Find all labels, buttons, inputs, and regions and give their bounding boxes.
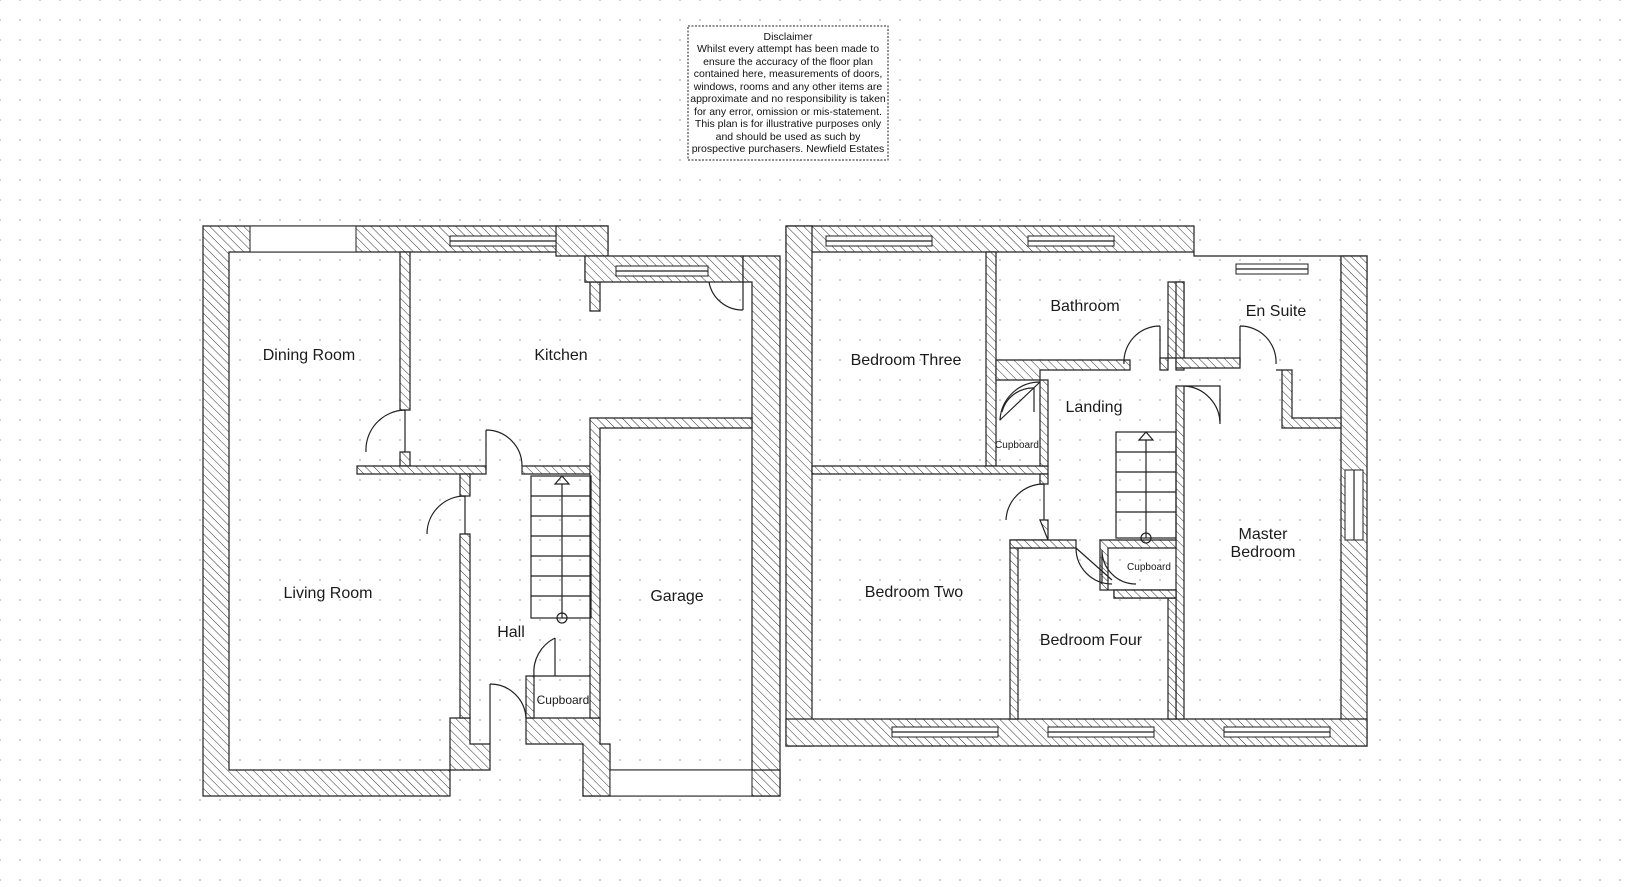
kitchen-window bbox=[449, 235, 557, 247]
en-suite-wall bbox=[1175, 281, 1185, 371]
living-room-bay-wall bbox=[449, 717, 491, 771]
bathroom-window bbox=[1027, 235, 1115, 247]
first-floor-stairs bbox=[1115, 431, 1177, 544]
front-door bbox=[489, 683, 527, 744]
dining-kitchen-wall-lower bbox=[399, 451, 411, 467]
bedroom-three-bathroom-wall bbox=[985, 251, 997, 467]
first-floor-west-wall bbox=[785, 225, 813, 747]
bathroom-door bbox=[1123, 325, 1161, 365]
disclaimer-line: This plan is for illustrative purposes o… bbox=[695, 118, 882, 130]
kitchen-living-wall bbox=[356, 465, 487, 475]
disclaimer-line: approximate and no responsibility is tak… bbox=[690, 93, 886, 105]
room-label-bedroom-three: Bedroom Three bbox=[851, 352, 962, 369]
ground-floor-plan: Dining Room Kitchen Living Room Hall Gar… bbox=[202, 225, 781, 797]
bedroom-two-door bbox=[1005, 483, 1045, 521]
master-bedroom-door bbox=[1183, 385, 1221, 425]
en-suite-door bbox=[1239, 325, 1277, 365]
disclaimer-line: and should be used as such by bbox=[716, 131, 862, 143]
dining-room-window bbox=[249, 225, 357, 253]
garage-west-wall bbox=[589, 417, 753, 719]
hall-kitchen-door bbox=[485, 429, 523, 470]
room-label-landing-cupboard: Cupboard bbox=[995, 440, 1039, 451]
disclaimer-line: Whilst every attempt has been made to bbox=[697, 43, 879, 55]
bedroom-three-south-wall bbox=[811, 465, 1049, 475]
kitchen-hall-wall bbox=[521, 465, 601, 475]
landing-stair-wall bbox=[1113, 589, 1177, 599]
room-label-bedroom-two: Bedroom Two bbox=[865, 584, 964, 601]
room-label-living-room: Living Room bbox=[284, 585, 373, 602]
disclaimer-line: prospective purchasers. Newfield Estates bbox=[692, 143, 885, 155]
landing-cupboard-wall bbox=[1039, 379, 1049, 467]
bedroom-three-window bbox=[825, 235, 933, 247]
garage-door-opening bbox=[609, 769, 753, 797]
master-bedroom-window bbox=[1223, 726, 1331, 738]
bathroom-south-wall bbox=[995, 359, 1131, 381]
dining-room-door bbox=[365, 409, 406, 453]
bedroom-four-north-wall bbox=[1009, 539, 1077, 549]
en-suite-lower-wall bbox=[1276, 369, 1342, 429]
room-label-bedroom-four: Bedroom Four bbox=[1040, 632, 1143, 649]
room-label-hall-cupboard: Cupboard bbox=[537, 693, 590, 707]
room-label-bathroom: Bathroom bbox=[1050, 298, 1119, 315]
disclaimer-line: windows, rooms and any other items are bbox=[693, 81, 883, 93]
disclaimer-box: Disclaimer Whilst every attempt has been… bbox=[687, 25, 889, 161]
master-bedroom-west-wall bbox=[1175, 385, 1185, 720]
room-label-master-bedroom-line2: Bedroom bbox=[1231, 544, 1296, 561]
room-label-kitchen: Kitchen bbox=[534, 347, 587, 364]
room-label-master-bedroom-line1: Master bbox=[1239, 526, 1289, 543]
hall-cupboard-door bbox=[533, 637, 590, 677]
living-room-door bbox=[426, 495, 466, 535]
disclaimer-line: contained here, measurements of doors, bbox=[694, 68, 883, 80]
disclaimer-line: for any error, omission or mis-statement… bbox=[694, 106, 882, 118]
bedroom-four-door bbox=[1075, 547, 1113, 585]
master-bedroom-side-window bbox=[1344, 469, 1364, 541]
landing-west-wall bbox=[1039, 473, 1049, 485]
room-label-hall: Hall bbox=[497, 624, 525, 641]
east-outer-wall bbox=[742, 255, 781, 797]
hall-west-wall bbox=[459, 473, 471, 497]
hall-west-wall-lower bbox=[459, 533, 471, 719]
bedroom-two-window bbox=[891, 726, 999, 738]
kitchen-back-door bbox=[708, 281, 744, 311]
en-suite-window bbox=[1235, 263, 1309, 275]
bedroom-four-window bbox=[1047, 726, 1155, 738]
kitchen-rear-window bbox=[615, 265, 709, 277]
landing-cupboard-right-door bbox=[1101, 549, 1137, 585]
disclaimer-title: Disclaimer bbox=[763, 31, 813, 43]
first-floor-plan: Bedroom Three Bathroom En Suite Landing … bbox=[785, 225, 1368, 747]
landing-west-wall-lower bbox=[1009, 519, 1049, 720]
en-suite-south-wall bbox=[1175, 357, 1241, 369]
room-label-garage: Garage bbox=[650, 588, 703, 605]
landing-cupboard-door bbox=[1001, 387, 1035, 413]
dining-kitchen-wall bbox=[399, 251, 411, 411]
room-label-dining-room: Dining Room bbox=[263, 347, 355, 364]
room-label-en-suite: En Suite bbox=[1246, 303, 1307, 320]
disclaimer-line: ensure the accuracy of the floor plan bbox=[703, 56, 873, 68]
ground-floor-stairs bbox=[530, 475, 592, 624]
hall-cupboard-wall bbox=[525, 675, 535, 719]
hall-front-wall bbox=[525, 717, 611, 797]
room-label-airing-cupboard: Cupboard bbox=[1127, 562, 1171, 573]
bedroom-four-east-wall bbox=[1167, 597, 1177, 720]
room-label-landing: Landing bbox=[1066, 399, 1123, 416]
